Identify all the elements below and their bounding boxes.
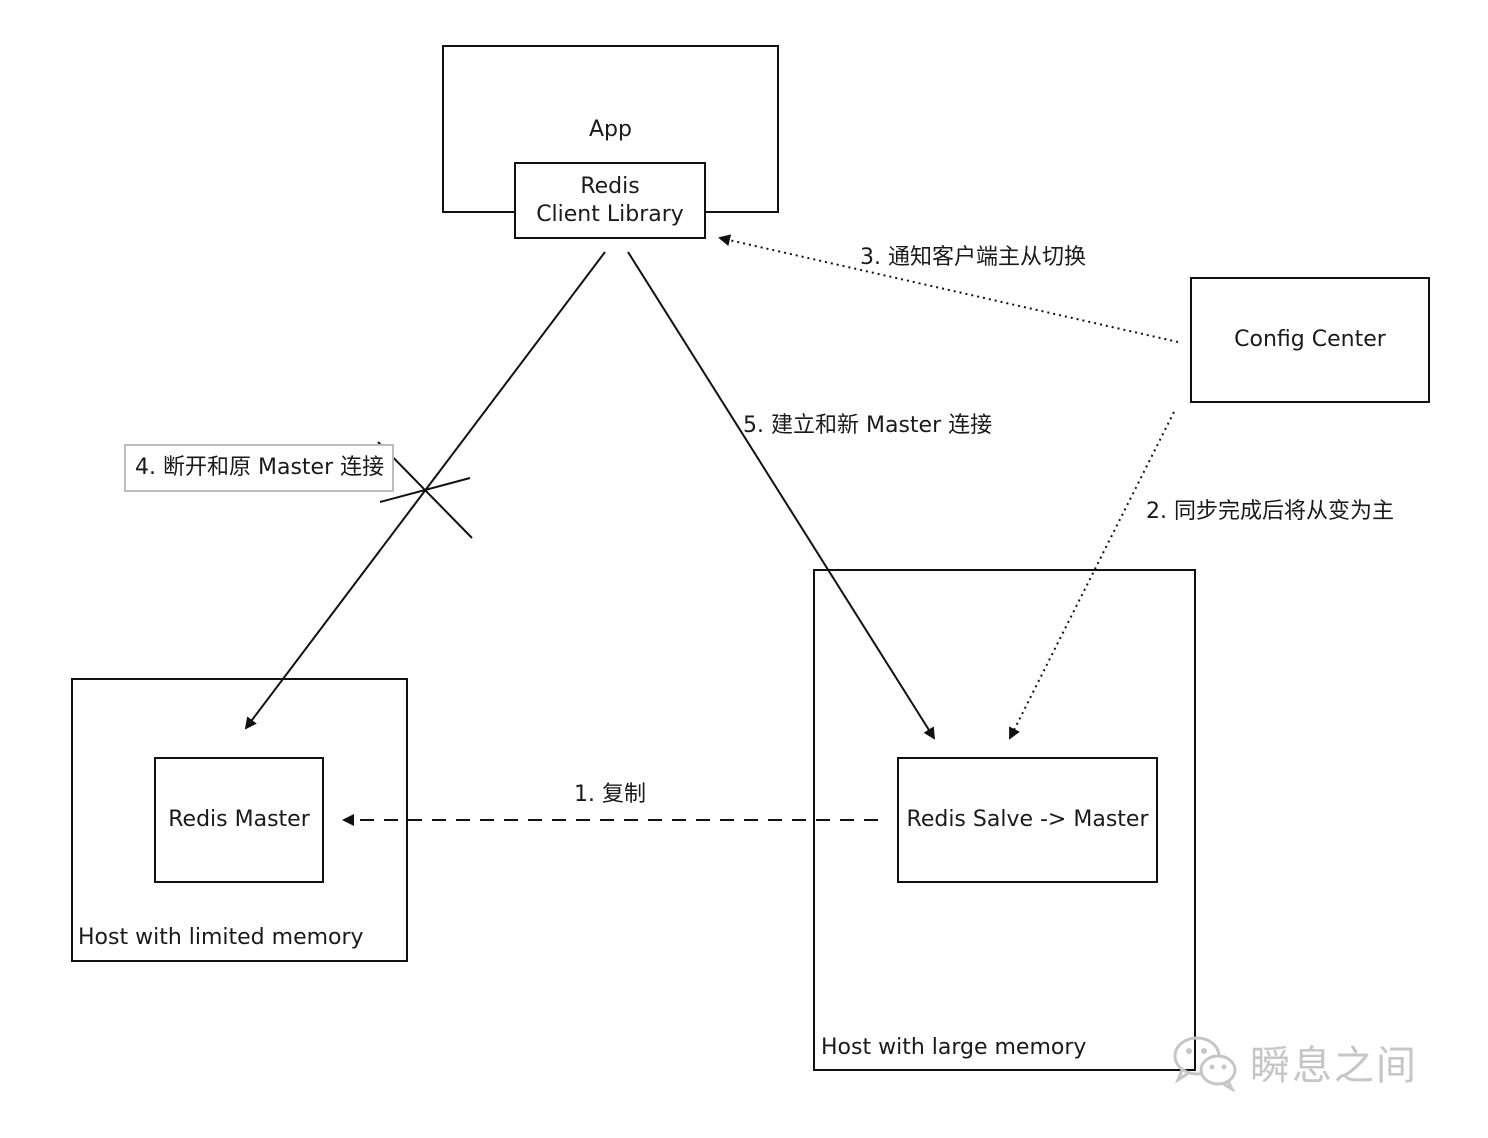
redis-master-label: Redis Master	[168, 807, 310, 832]
host-large-label: Host with large memory	[821, 1035, 1087, 1060]
promote-slave-arrow	[1009, 411, 1175, 740]
step3-label: 3. 通知客户端主从切换	[860, 245, 1086, 270]
step2-label: 2. 同步完成后将从变为主	[1146, 499, 1394, 524]
wechat-icon	[1173, 1036, 1237, 1092]
config-center-box: Config Center	[1190, 277, 1430, 403]
redis-slave-label: Redis Salve -> Master	[906, 807, 1149, 832]
notify-client-arrow	[718, 234, 1179, 343]
watermark-text: 瞬息之间	[1250, 1043, 1418, 1089]
config-center-label: Config Center	[1234, 327, 1386, 352]
step4-label: 4. 断开和原 Master 连接	[124, 444, 395, 492]
redis-slave-box: Redis Salve -> Master	[897, 757, 1158, 883]
host-large-box	[813, 569, 1196, 1071]
client-library-label-line2: Client Library	[536, 202, 684, 227]
redis-master-box: Redis Master	[154, 757, 324, 883]
watermark: 瞬息之间	[1170, 1032, 1418, 1092]
client-library-box	[514, 162, 706, 239]
step5-label: 5. 建立和新 Master 连接	[743, 413, 993, 438]
break-mark-line-2	[379, 477, 471, 503]
new-master-connection	[627, 251, 936, 740]
host-limited-label: Host with limited memory	[78, 925, 364, 950]
host-limited-box	[71, 678, 408, 962]
app-label: App	[589, 117, 632, 142]
step1-label: 1. 复制	[574, 782, 646, 807]
client-library-label-line1: Redis	[580, 174, 640, 199]
